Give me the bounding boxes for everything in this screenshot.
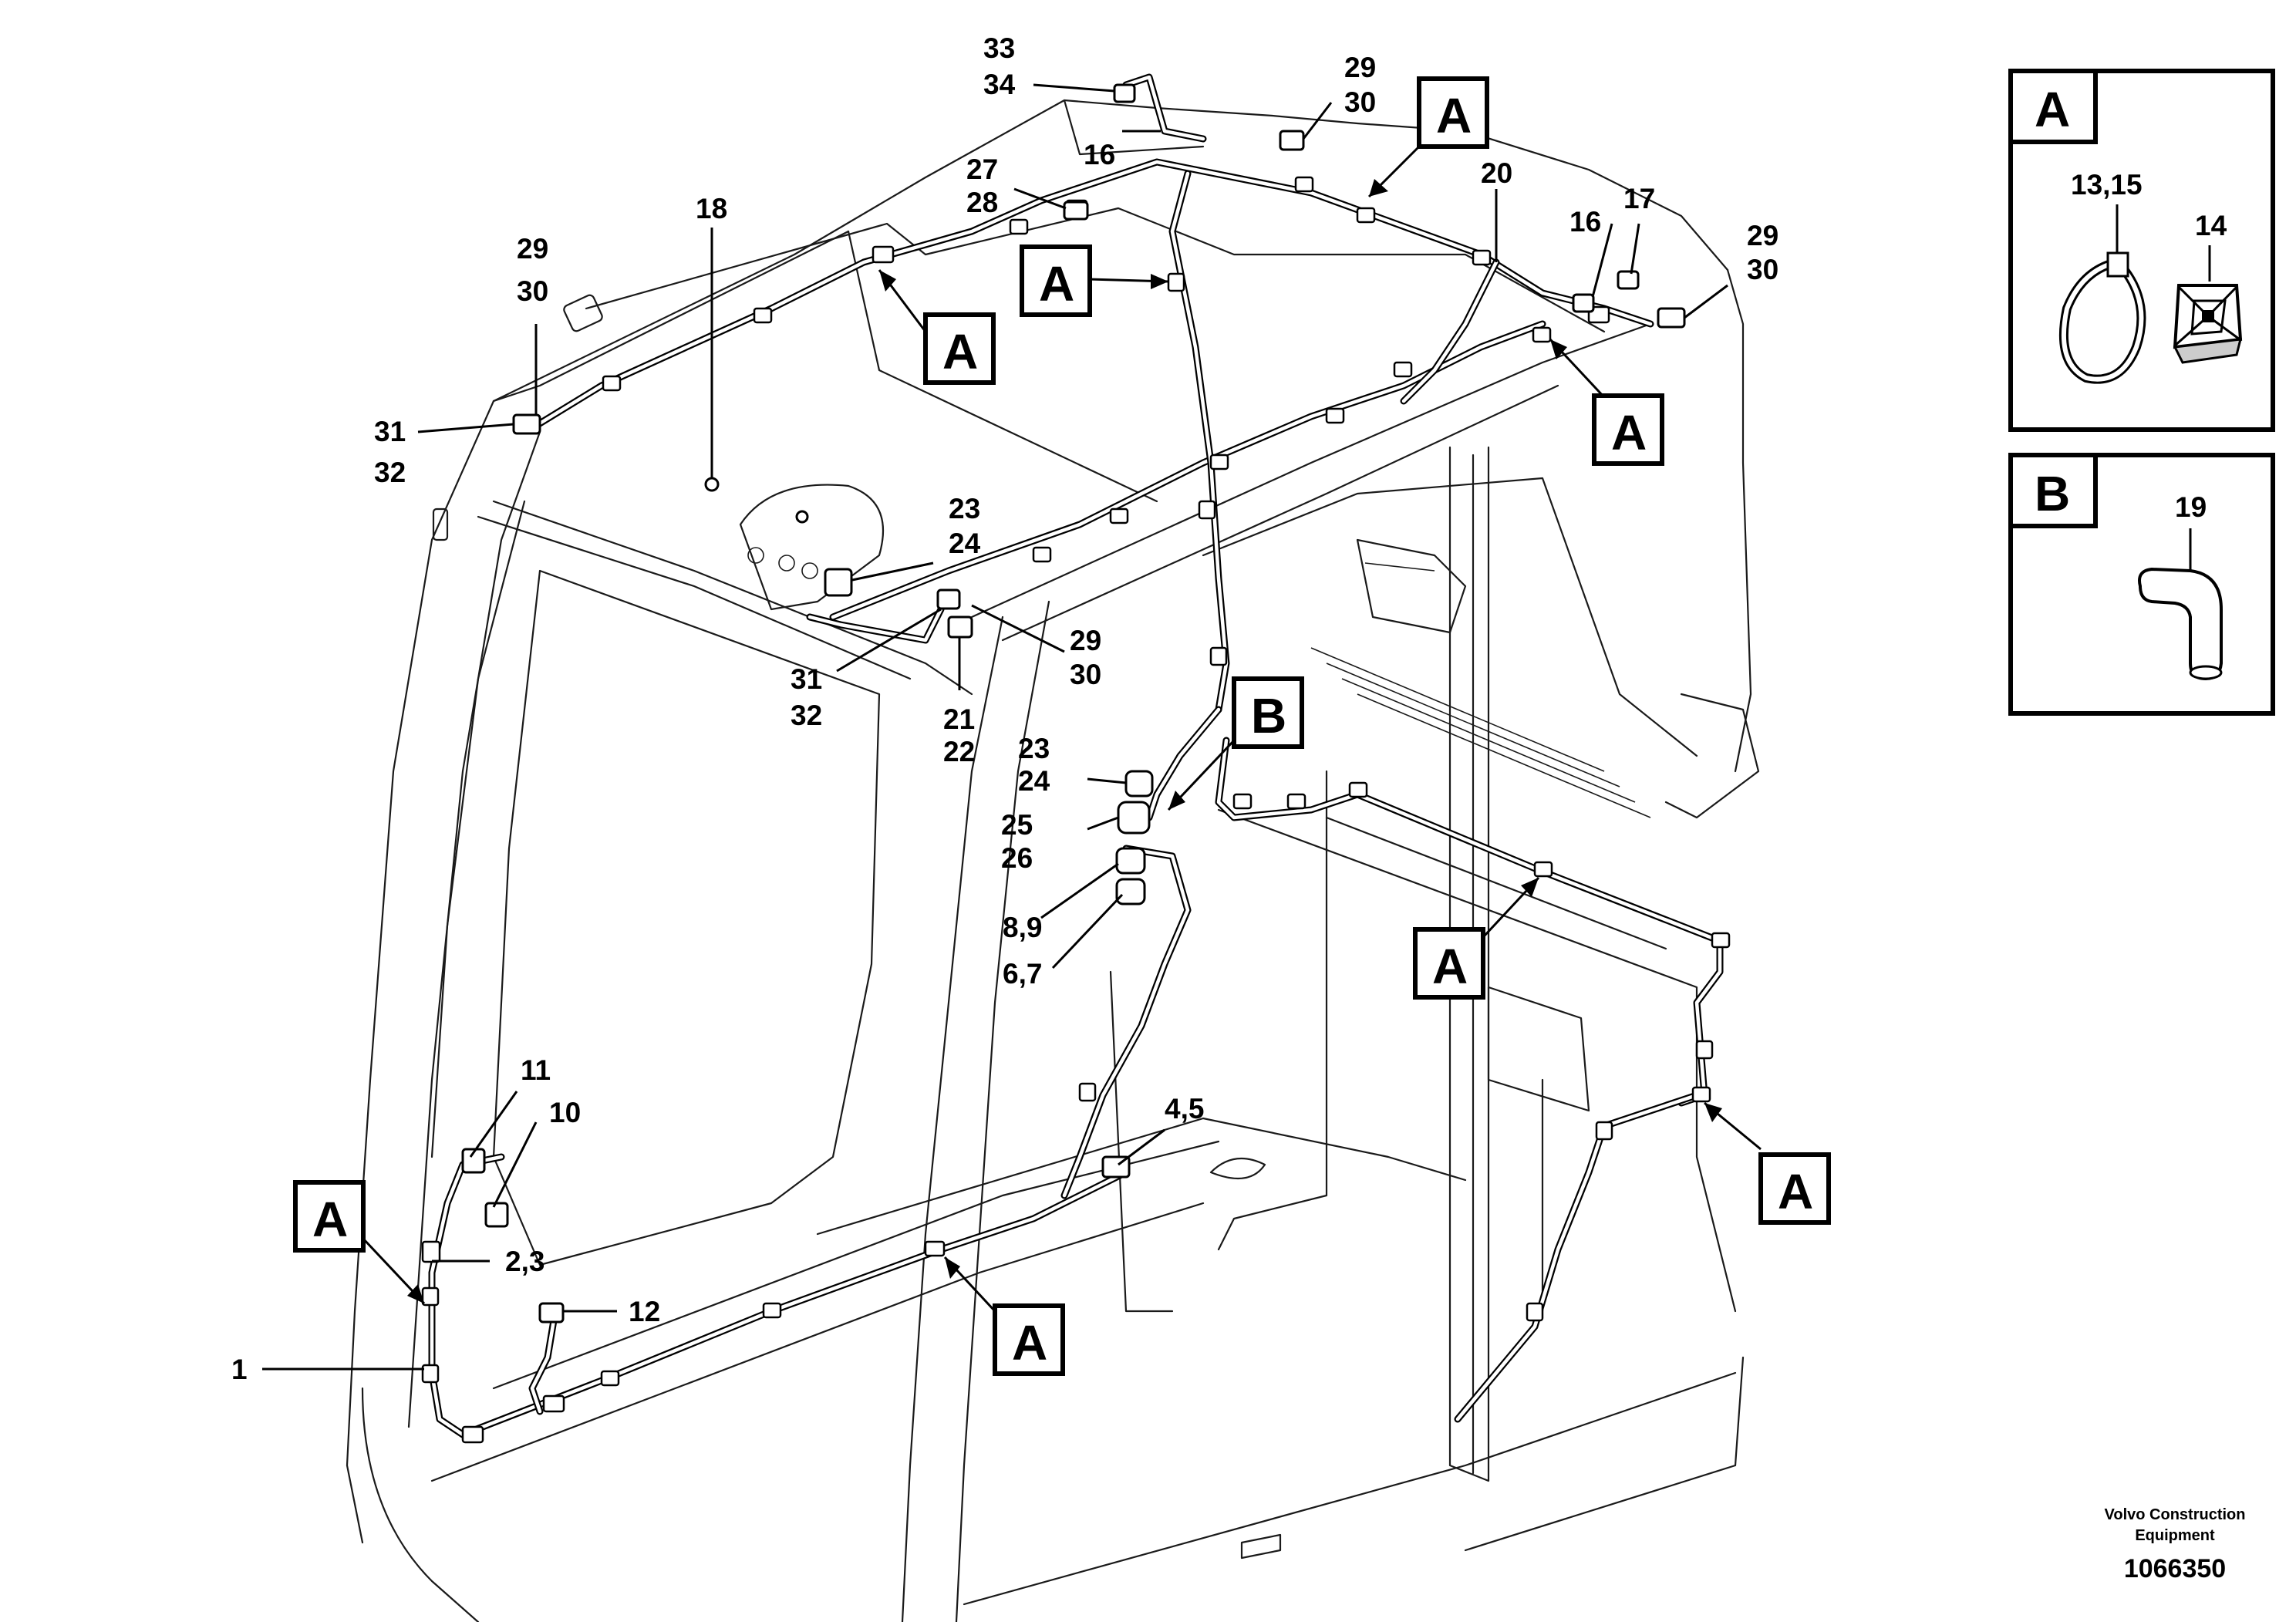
callout-31-left: 31	[374, 416, 406, 447]
callout-4-5: 4,5	[1165, 1093, 1204, 1125]
legend-a-letter: A	[2035, 82, 2070, 137]
callout-23-top: 23	[949, 493, 980, 524]
connector-16-right	[1572, 293, 1595, 313]
callout-31-mid: 31	[791, 663, 822, 695]
legend-panel-b: B 19	[2008, 453, 2275, 716]
detail-marker-a-top: A	[1367, 76, 1489, 198]
svg-text:A: A	[312, 1192, 348, 1247]
callout-20: 20	[1481, 157, 1512, 189]
detail-marker-a-right-mid: A	[1413, 876, 1540, 1000]
footer-drawing-number: 1066350	[2124, 1554, 2226, 1583]
callout-33: 33	[983, 32, 1015, 64]
detail-marker-b: B	[1167, 676, 1304, 811]
callout-10: 10	[549, 1097, 581, 1128]
connector-23-24-lower	[1124, 770, 1154, 798]
footer-company-line2: Equipment	[2135, 1527, 2215, 1544]
detail-marker-a-roof-center: A	[1020, 244, 1169, 317]
callout-21: 21	[943, 703, 975, 735]
leader-lines	[262, 83, 1728, 1371]
connector-6-7	[1115, 878, 1146, 905]
svg-text:A: A	[1432, 939, 1468, 994]
legend-b-letter: B	[2035, 466, 2070, 521]
callout-2-3: 2,3	[505, 1246, 544, 1277]
connector-29-30-top	[1279, 130, 1305, 151]
legend-panel-a: A 13,15 14	[2008, 69, 2275, 432]
mount-pad-icon	[2173, 284, 2243, 364]
footer: Volvo Construction Equipment 1066350	[2105, 1506, 2246, 1583]
svg-text:A: A	[1778, 1164, 1813, 1219]
svg-text:A: A	[942, 324, 978, 379]
connector-25-26	[1117, 801, 1151, 835]
callout-16-top: 16	[1084, 139, 1115, 170]
callout-34: 34	[983, 69, 1016, 100]
connector-21-22	[947, 615, 973, 639]
callout-6-7: 6,7	[1003, 958, 1042, 990]
callout-29-right: 29	[1747, 220, 1778, 251]
callout-29-left: 29	[517, 233, 548, 265]
callout-26: 26	[1001, 842, 1033, 874]
callout-16-right: 16	[1569, 206, 1601, 238]
legend-a-part-14: 14	[2195, 210, 2227, 241]
connector-29-30-right	[1657, 307, 1686, 329]
callout-32-left: 32	[374, 457, 406, 488]
connector-33-34	[1113, 83, 1136, 103]
callout-1: 1	[231, 1354, 248, 1385]
detail-markers: A A A A A A	[293, 76, 1831, 1376]
connector-29-30-mid	[936, 588, 961, 610]
callout-17: 17	[1623, 183, 1655, 214]
connector-23-24-top	[824, 568, 853, 597]
callout-29-mid: 29	[1070, 625, 1101, 656]
connector-10	[484, 1202, 509, 1228]
connector-31-32-left	[512, 413, 541, 435]
detail-marker-a-roof-right: A	[1549, 338, 1664, 466]
callout-30-right: 30	[1747, 254, 1778, 285]
callout-labels: 1 2,3 4,5 6,7 8,9 10 11 12 16 16 17 18 2…	[231, 32, 1778, 1385]
callout-32-mid: 32	[791, 700, 822, 731]
connector-27-28	[1063, 201, 1089, 221]
svg-text:B: B	[1251, 688, 1286, 744]
footer-company-line1: Volvo Construction	[2105, 1506, 2246, 1523]
callout-12: 12	[629, 1296, 660, 1327]
callout-24-top: 24	[949, 528, 981, 559]
callout-27: 27	[966, 153, 998, 185]
callout-22: 22	[943, 736, 975, 767]
callout-25: 25	[1001, 809, 1033, 841]
detail-marker-a-right-low: A	[1704, 1101, 1831, 1225]
connector-11	[461, 1148, 486, 1174]
callout-8-9: 8,9	[1003, 912, 1042, 943]
svg-text:A: A	[1039, 256, 1074, 312]
connector-17	[1617, 270, 1640, 290]
detail-marker-a-floor: A	[943, 1256, 1065, 1376]
detail-marker-a-left: A	[293, 1180, 426, 1305]
svg-text:A: A	[1436, 88, 1472, 143]
part-18-stud	[704, 477, 720, 492]
svg-text:A: A	[1012, 1315, 1047, 1371]
legend-b-part-19: 19	[2175, 491, 2207, 523]
connector-12	[538, 1302, 565, 1324]
callout-11: 11	[521, 1054, 551, 1086]
callout-23-lower: 23	[1018, 733, 1050, 764]
connector-8-9	[1115, 847, 1146, 875]
detail-marker-a-roof-left: A	[878, 269, 996, 385]
callout-18: 18	[696, 193, 727, 224]
svg-text:A: A	[1611, 405, 1647, 460]
callout-29-top: 29	[1344, 52, 1376, 83]
callout-30-top: 30	[1344, 86, 1376, 118]
callout-28: 28	[966, 187, 998, 218]
callout-30-left: 30	[517, 275, 548, 307]
callout-30-mid: 30	[1070, 659, 1101, 690]
callout-24-lower: 24	[1018, 765, 1050, 797]
legend-a-part-13-15: 13,15	[2071, 169, 2143, 201]
